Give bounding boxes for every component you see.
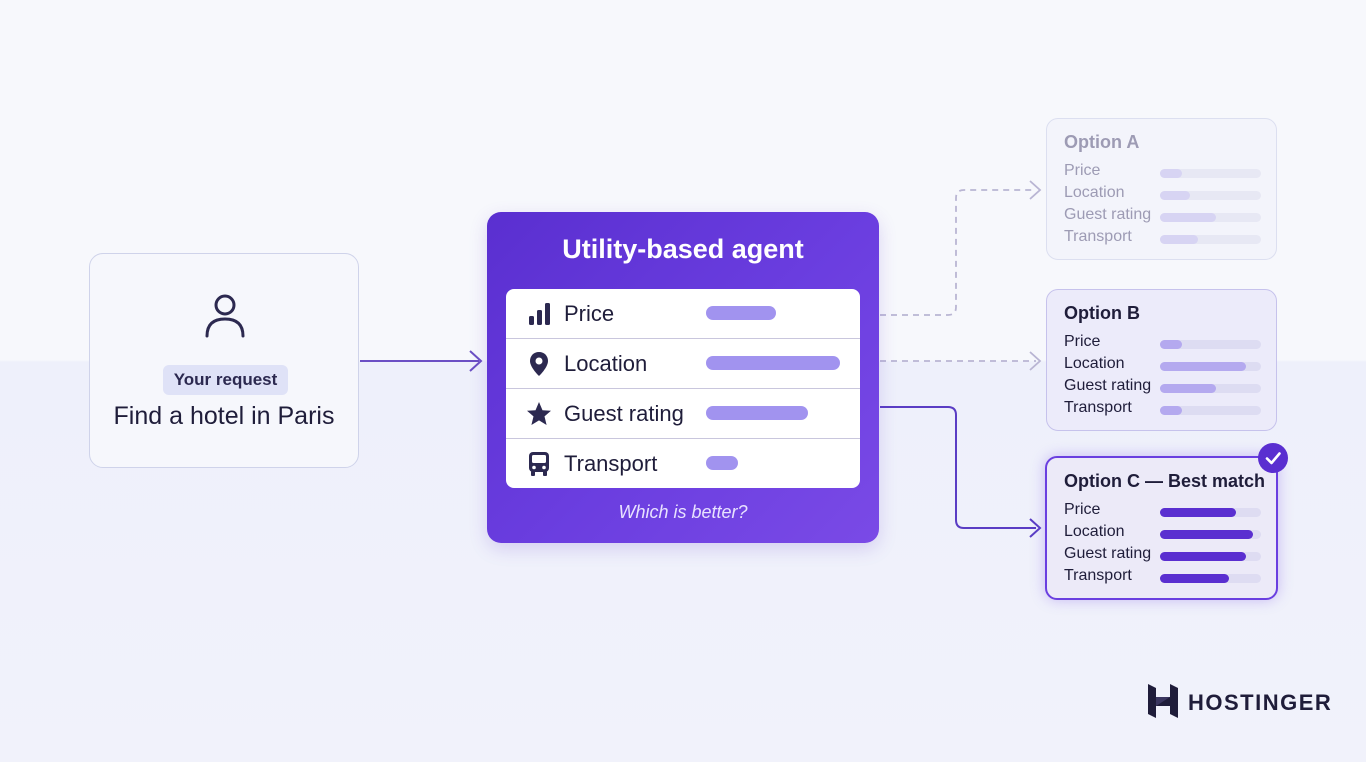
score-bar xyxy=(1160,574,1229,583)
option-card-c-best-match: Option C — Best match Price Location Gue… xyxy=(1045,456,1278,600)
score-bar xyxy=(1160,213,1216,222)
criterion-row-location: Location xyxy=(506,339,860,389)
option-row-label: Transport xyxy=(1064,228,1132,245)
criteria-panel: Price Location Guest rating xyxy=(506,289,860,488)
criterion-weight-bar xyxy=(706,456,738,470)
bus-icon xyxy=(529,452,549,476)
option-row-label: Location xyxy=(1064,523,1125,540)
agent-to-option-c-path xyxy=(880,406,1036,529)
score-track xyxy=(1160,406,1261,415)
score-track xyxy=(1160,384,1261,393)
option-row: Location xyxy=(1064,184,1264,206)
criterion-row-price: Price xyxy=(506,289,860,339)
option-row-label: Price xyxy=(1064,333,1101,350)
option-row-label: Transport xyxy=(1064,399,1132,416)
option-card-b: Option B Price Location Guest rating Tra… xyxy=(1046,289,1277,431)
score-bar xyxy=(1160,169,1182,178)
option-row-label: Location xyxy=(1064,355,1125,372)
option-a-arrowhead xyxy=(1029,180,1042,200)
bar-chart-icon xyxy=(529,303,550,325)
option-row-label: Guest rating xyxy=(1064,545,1152,562)
request-text: Find a hotel in Paris xyxy=(113,402,335,430)
request-to-agent-arrowhead xyxy=(469,350,483,372)
score-track xyxy=(1160,340,1261,349)
score-bar xyxy=(1160,552,1246,561)
criterion-label: Guest rating xyxy=(564,401,684,426)
score-track xyxy=(1160,362,1261,371)
score-track xyxy=(1160,508,1261,517)
score-track xyxy=(1160,191,1261,200)
agent-title: Utility-based agent xyxy=(562,234,804,264)
agent-card: Utility-based agent Price Location Guest… xyxy=(487,212,879,543)
score-bar xyxy=(1160,384,1216,393)
criterion-label: Location xyxy=(564,351,648,376)
option-row-label: Location xyxy=(1064,184,1125,201)
option-title: Option C — Best match xyxy=(1064,471,1266,491)
option-row: Price xyxy=(1064,162,1264,184)
option-c-arrowhead xyxy=(1029,518,1042,538)
option-row: Price xyxy=(1064,501,1264,523)
star-icon xyxy=(527,402,551,425)
option-title: Option B xyxy=(1064,303,1140,323)
criterion-label: Transport xyxy=(564,451,658,476)
option-title: Option A xyxy=(1064,132,1140,152)
option-row: Price xyxy=(1064,333,1264,355)
option-b-arrowhead xyxy=(1029,351,1042,371)
option-row: Transport xyxy=(1064,228,1264,250)
score-bar xyxy=(1160,235,1198,244)
criterion-weight-bar xyxy=(706,356,840,370)
score-bar xyxy=(1160,362,1246,371)
best-match-check-icon xyxy=(1258,443,1288,473)
option-row-label: Transport xyxy=(1064,567,1132,584)
option-row-label: Price xyxy=(1064,501,1101,518)
agent-question: Which is better? xyxy=(618,502,748,522)
criterion-label: Price xyxy=(564,301,615,326)
score-track xyxy=(1160,574,1261,583)
score-bar xyxy=(1160,530,1253,539)
score-bar xyxy=(1160,406,1182,415)
option-row: Transport xyxy=(1064,567,1264,589)
request-tag: Your request xyxy=(163,365,288,395)
option-row: Location xyxy=(1064,523,1264,545)
criterion-row-guest-rating: Guest rating xyxy=(506,389,860,439)
option-row-label: Price xyxy=(1064,162,1101,179)
hostinger-logo-icon xyxy=(1148,684,1178,718)
score-track xyxy=(1160,552,1261,561)
brand-name: HOSTINGER xyxy=(1188,690,1333,715)
option-row: Guest rating xyxy=(1064,377,1264,399)
option-row: Transport xyxy=(1064,399,1264,421)
option-row: Guest rating xyxy=(1064,206,1264,228)
request-card: Your request Find a hotel in Paris xyxy=(89,253,359,468)
score-track xyxy=(1160,530,1261,539)
option-row-label: Guest rating xyxy=(1064,377,1152,394)
brand: HOSTINGER xyxy=(1148,684,1331,720)
criterion-weight-bar xyxy=(706,306,776,320)
score-track xyxy=(1160,169,1261,178)
criterion-row-transport: Transport xyxy=(506,439,860,488)
score-bar xyxy=(1160,340,1182,349)
option-row-label: Guest rating xyxy=(1064,206,1152,223)
agent-to-option-a-path xyxy=(880,189,1036,316)
score-bar xyxy=(1160,508,1236,517)
person-icon xyxy=(205,294,245,338)
location-pin-icon xyxy=(530,352,548,376)
criterion-weight-bar xyxy=(706,406,808,420)
score-track xyxy=(1160,213,1261,222)
option-row: Guest rating xyxy=(1064,545,1264,567)
option-row: Location xyxy=(1064,355,1264,377)
score-bar xyxy=(1160,191,1190,200)
option-card-a: Option A Price Location Guest rating Tra… xyxy=(1046,118,1277,260)
score-track xyxy=(1160,235,1261,244)
